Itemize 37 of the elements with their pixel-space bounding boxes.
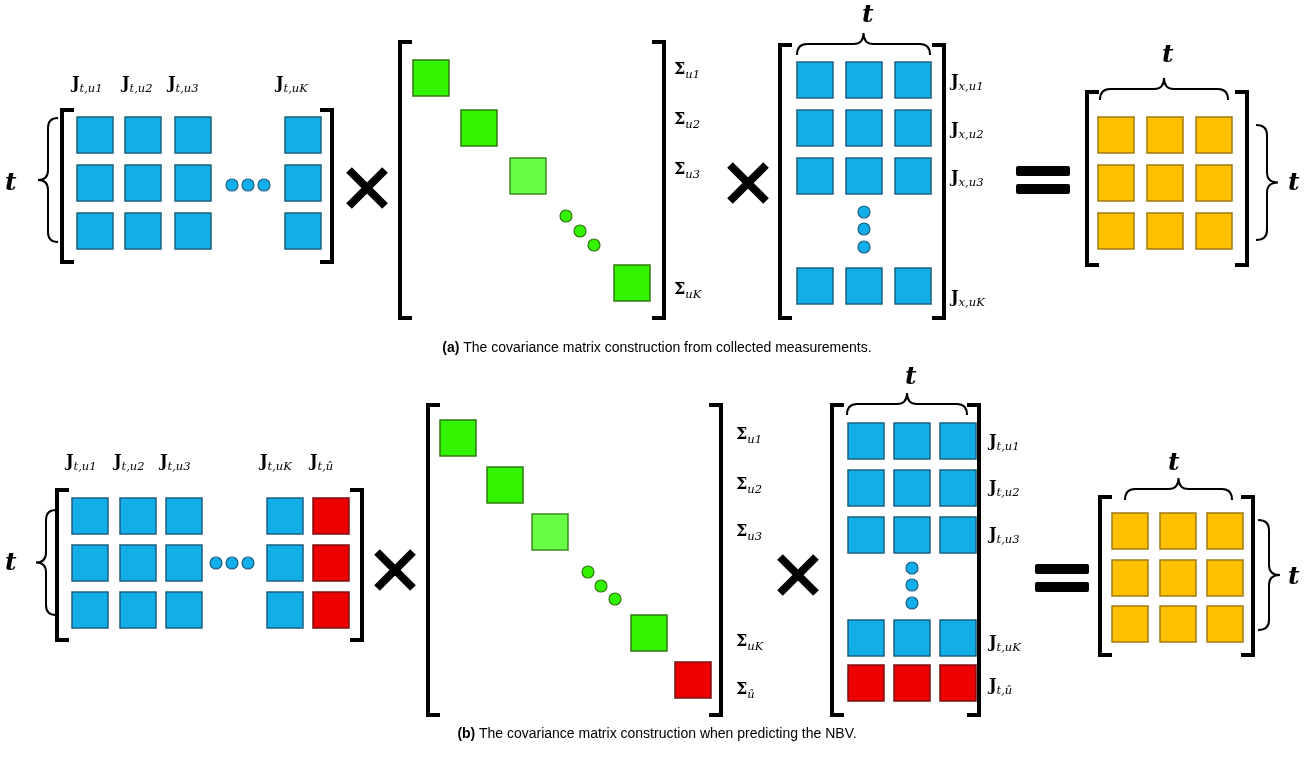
variable-label: t bbox=[862, 0, 874, 28]
matrix-label: J$_{t,u2}$ bbox=[989, 478, 1020, 499]
matrix-label: J$_{x,u3}$ bbox=[951, 168, 984, 189]
matrix-label: Σ$_{uK}$ bbox=[674, 280, 702, 301]
matrix-label: J$_{x,u2}$ bbox=[951, 120, 984, 141]
matrix-label: J$_{t,u2}$ bbox=[122, 74, 153, 95]
matrix-label: J$_{t,uK}$ bbox=[260, 452, 292, 473]
matrix-label: J$_{t,uK}$ bbox=[989, 633, 1021, 654]
matrix-label: J$_{t,u3}$ bbox=[168, 74, 199, 95]
variable-label: t bbox=[1288, 562, 1300, 590]
matrix-label: J$_{t,u1}$ bbox=[66, 452, 97, 473]
matrix-label: J$_{x,uK}$ bbox=[951, 288, 985, 309]
variable-label: t bbox=[1168, 448, 1180, 476]
variable-label: t bbox=[5, 548, 17, 576]
matrix-label: Σ$_{u1}$ bbox=[674, 60, 701, 81]
matrix-label: J$_{t,û}$ bbox=[989, 676, 1013, 697]
caption-text: (a) The covariance matrix construction from collected measurements. bbox=[442, 340, 872, 356]
matrix-label: Σ$_{u1}$ bbox=[736, 425, 763, 446]
matrix-label: J$_{t,u3}$ bbox=[160, 452, 191, 473]
variable-label: t bbox=[1288, 168, 1300, 196]
matrix-label: Σ$_{u3}$ bbox=[736, 522, 763, 543]
matrix-label: J$_{t,uK}$ bbox=[276, 74, 308, 95]
matrix-label: J$_{x,u1}$ bbox=[951, 72, 984, 93]
matrix-label: J$_{t,u2}$ bbox=[114, 452, 145, 473]
variable-label: t bbox=[905, 362, 917, 390]
matrix-label: Σ$_{u2}$ bbox=[736, 475, 763, 496]
matrix-label: Σ$_{uK}$ bbox=[736, 632, 764, 653]
variable-label: t bbox=[1162, 40, 1174, 68]
matrix-label: J$_{t,u3}$ bbox=[989, 525, 1020, 546]
matrix-label: J$_{t,u1}$ bbox=[989, 432, 1020, 453]
matrix-label: J$_{t,u1}$ bbox=[72, 74, 103, 95]
caption-text: (b) The covariance matrix construction when predicting the NBV. bbox=[457, 726, 857, 742]
matrix-label: Σ$_{û}$ bbox=[736, 680, 755, 701]
matrix-label: Σ$_{u2}$ bbox=[674, 110, 701, 131]
matrix-label: J$_{t,û}$ bbox=[310, 452, 334, 473]
variable-label: t bbox=[5, 168, 17, 196]
matrix-label: Σ$_{u3}$ bbox=[674, 160, 701, 181]
